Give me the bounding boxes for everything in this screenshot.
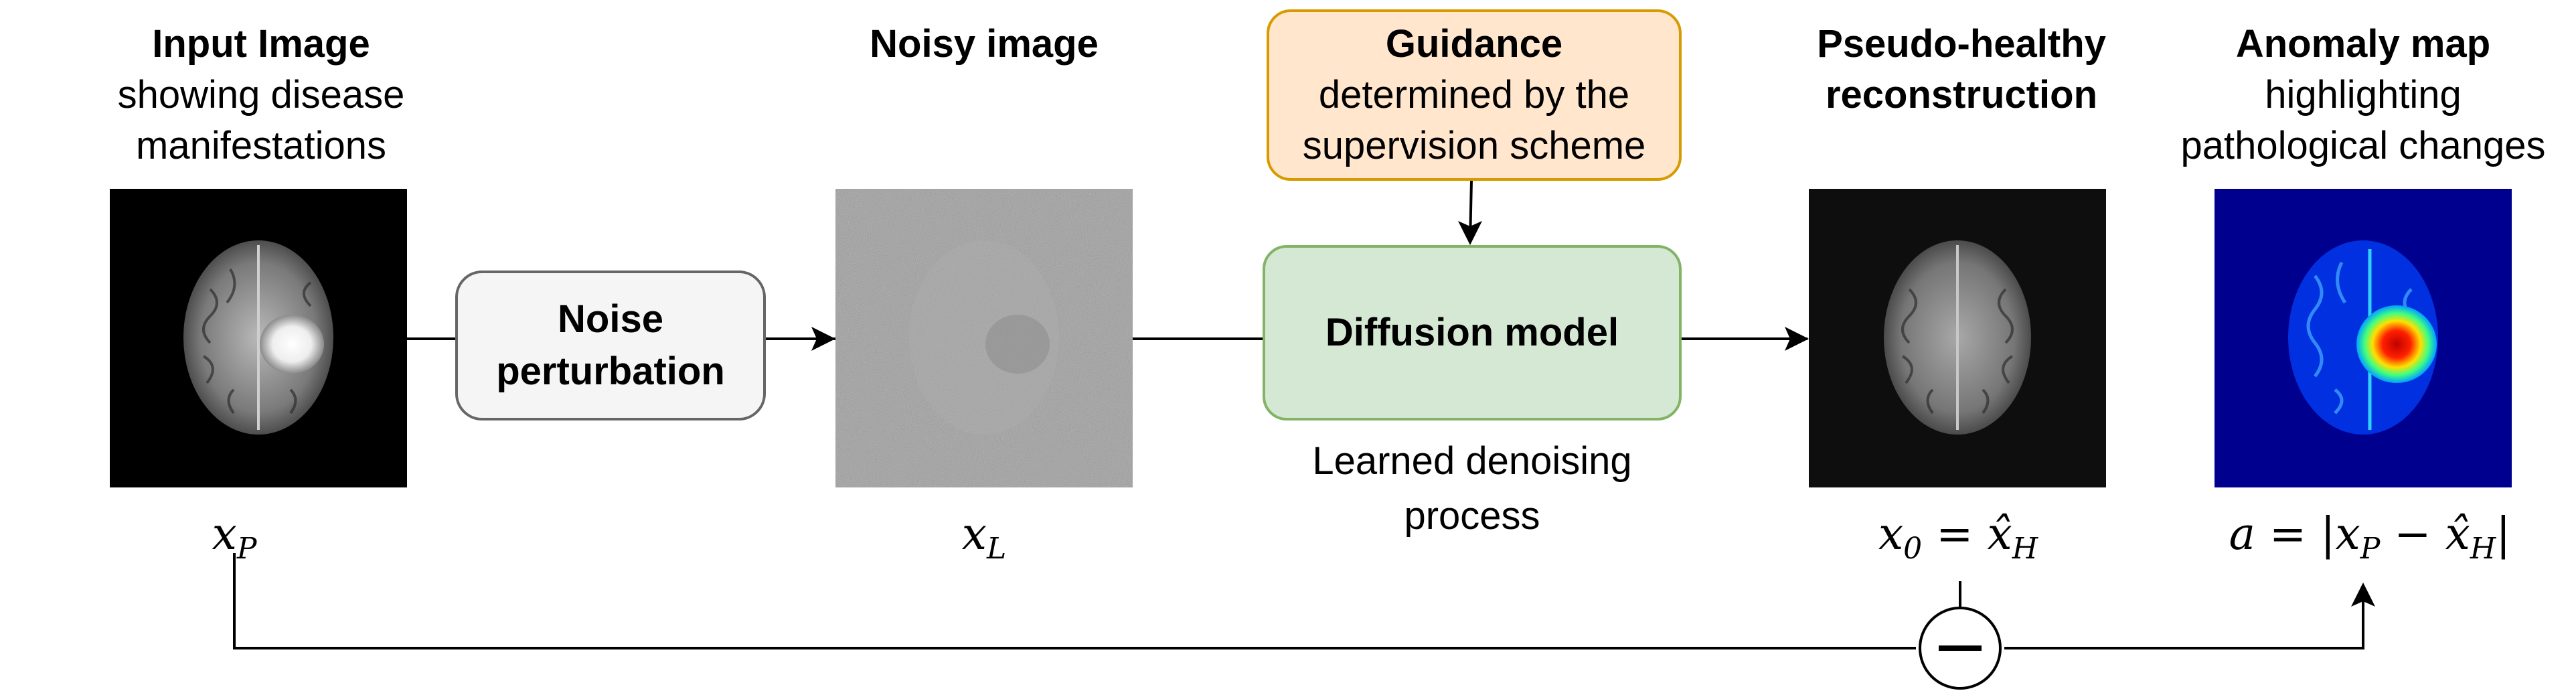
anomaly-map-subtitle-2: pathological changes: [2180, 124, 2546, 167]
noisy-image-heading: Noisy image: [823, 19, 1145, 70]
guidance-line-1: determined by the: [1318, 73, 1630, 117]
arrowhead-to-anomaly: [2351, 583, 2375, 607]
input-brain-mri-image: [110, 189, 407, 487]
noise-perturbation-box: Noise perturbation: [455, 271, 766, 420]
input-symbol: xP: [212, 508, 257, 566]
anomaly-map-title: Anomaly map: [2235, 22, 2491, 66]
arrowhead-guidance-to-diffusion: [1458, 221, 1482, 245]
skip-connection-line: [233, 553, 2364, 649]
guidance-box: Guidance determined by the supervision s…: [1267, 9, 1682, 181]
guidance-title: Guidance: [1385, 22, 1563, 66]
reconstruction-title-2: reconstruction: [1825, 73, 2098, 117]
noisy-brain-image: [835, 189, 1133, 487]
input-image-subtitle-2: manifestations: [136, 124, 386, 167]
reconstruction-brain-image: [1809, 189, 2106, 487]
reconstruction-symbol: x0 = x̂H: [1878, 508, 2038, 566]
arrowhead-diffusion-to-recon: [1785, 327, 1809, 351]
arrowhead-noise-to-noisy: [811, 327, 835, 351]
reconstruction-title-1: Pseudo-healthy: [1817, 22, 2106, 66]
diffusion-caption: Learned denoising process: [1263, 434, 1682, 544]
diffusion-caption-1: Learned denoising: [1312, 439, 1632, 483]
diffusion-model-box: Diffusion model: [1263, 245, 1682, 420]
guidance-line-2: supervision scheme: [1302, 124, 1646, 167]
anomaly-map-subtitle-1: highlighting: [2265, 73, 2462, 117]
reconstruction-heading: Pseudo-healthy reconstruction: [1781, 19, 2142, 121]
diffusion-caption-2: process: [1404, 494, 1540, 538]
noisy-symbol: xL: [961, 508, 1007, 566]
input-image-title: Input Image: [152, 22, 370, 66]
anomaly-map-heading: Anomaly map highlighting pathological ch…: [2156, 19, 2571, 171]
noise-box-line-1: Noise: [558, 297, 663, 341]
noisy-image-title: Noisy image: [870, 22, 1099, 66]
noise-box-line-2: perturbation: [496, 350, 725, 393]
anomaly-heatmap-image: [2215, 189, 2512, 487]
input-image-subtitle-1: showing disease: [117, 73, 405, 117]
diffusion-model-label: Diffusion model: [1325, 311, 1619, 354]
minus-circle-icon: [1919, 607, 2002, 690]
input-image-heading: Input Image showing disease manifestatio…: [80, 19, 442, 171]
anomaly-symbol: a = |xP − x̂H|: [2229, 508, 2511, 566]
